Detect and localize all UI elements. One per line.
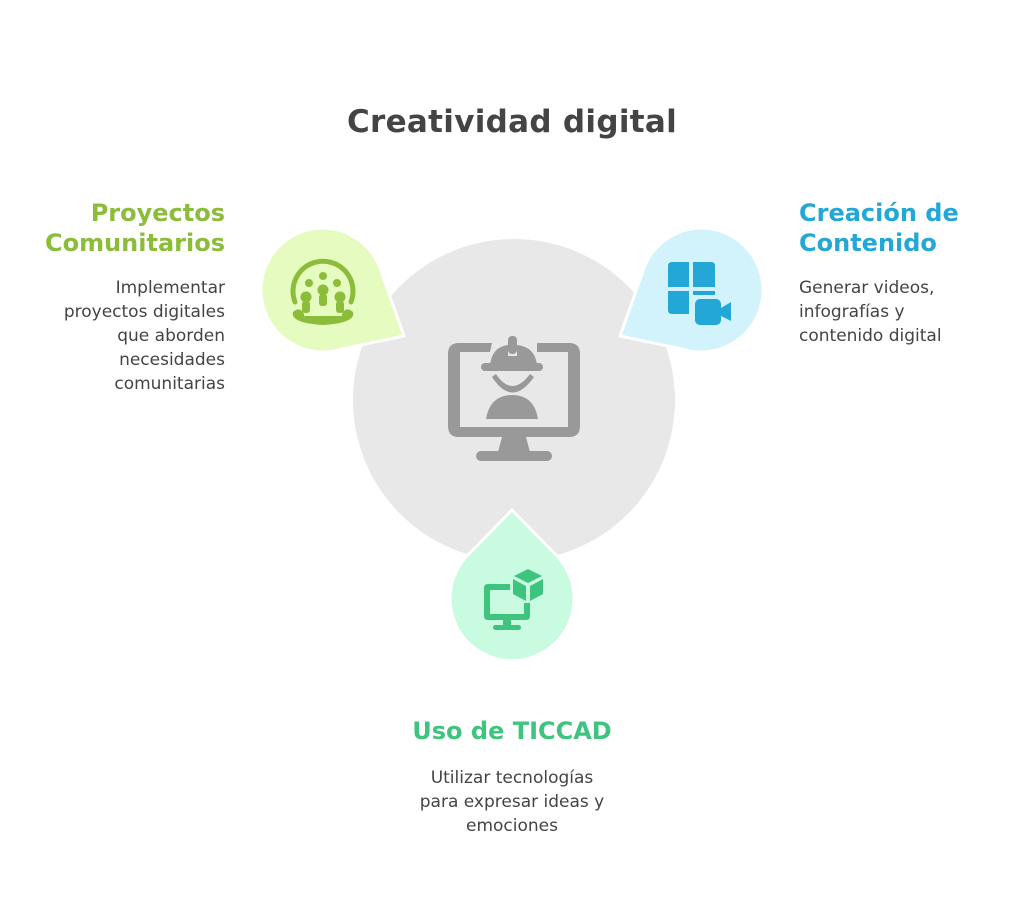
heading-line: Contenido [799,229,937,257]
desc-line: proyectos digitales [63,302,225,322]
item-creacion-de-contenido: Creación de Contenido Generar videos, in… [799,198,1009,348]
desc-line: necesidades [119,350,225,370]
desc-line: infografías y [799,302,905,322]
community-group-icon [290,258,356,325]
desc-line: emociones [466,816,558,836]
desc-line: Generar videos, [799,278,935,298]
desc-line: comunitarias [114,374,225,394]
item-heading: Creación de Contenido [799,198,1009,258]
desc-line: para expresar ideas y [419,792,605,812]
diagram-title: Creatividad digital [346,104,678,140]
teardrop-uso-de-ticcad [448,507,576,663]
heading-line: Comunitarios [44,229,225,257]
item-proyectos-comunitarios: Proyectos Comunitarios Implementar proye… [20,198,225,396]
desc-line: que aborden [117,326,225,346]
item-description: Utilizar tecnologías para expresar ideas… [362,766,662,838]
heading-line: Proyectos [90,199,225,227]
item-description: Implementar proyectos digitales que abor… [20,276,225,396]
item-uso-de-ticcad: Uso de TICCAD Utilizar tecnologías para … [362,716,662,838]
teardrop-creacion-de-contenido [618,226,765,354]
heading-line: Uso de TICCAD [412,717,612,745]
desc-line: contenido digital [799,326,942,346]
item-heading: Uso de TICCAD [362,716,662,746]
item-description: Generar videos, infografías y contenido … [799,276,1009,348]
layout-video-camera-icon [668,262,731,325]
heading-line: Creación de [799,199,959,227]
monitor-cube-icon [484,569,543,630]
teardrop-proyectos-comunitarios [259,226,406,354]
monitor-worker-icon [448,336,580,461]
desc-line: Utilizar tecnologías [430,768,594,788]
desc-line: Implementar [115,278,225,298]
item-heading: Proyectos Comunitarios [20,198,225,258]
